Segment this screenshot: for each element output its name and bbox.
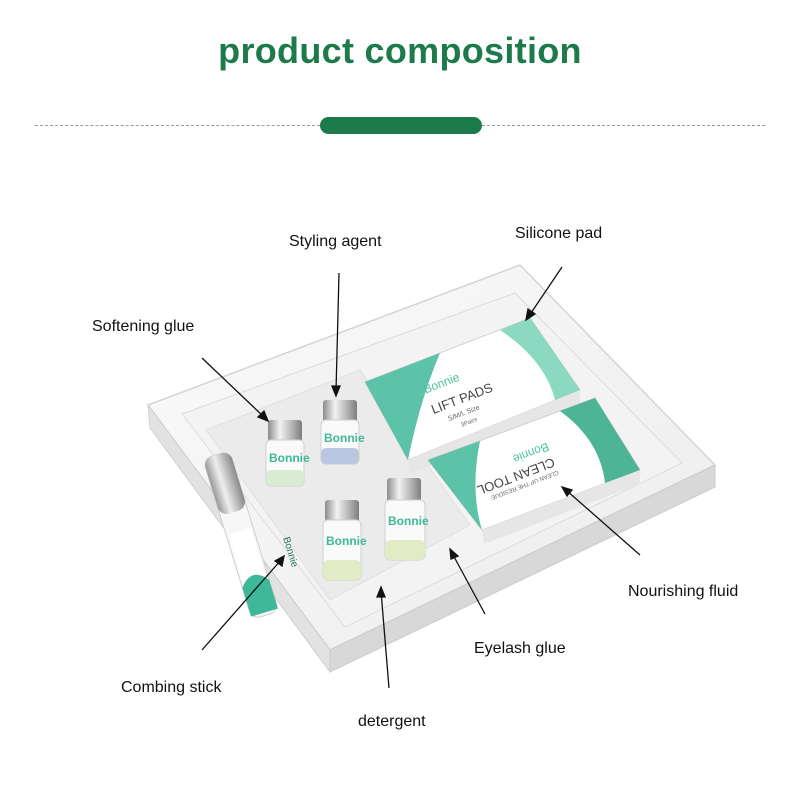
- arrow-styling-agent-head: [331, 385, 341, 398]
- label-silicone-pad: Silicone pad: [515, 225, 603, 242]
- clean-tool-box: CLEAN TOOL CLEAN UP THE RESIDUE Bonnie: [427, 397, 641, 544]
- combing-stick: Bonnie: [204, 452, 300, 618]
- label-detergent: detergent: [358, 713, 426, 730]
- arrow-nourishing-fluid: [565, 489, 641, 556]
- label-styling-agent: Styling agent: [289, 233, 382, 250]
- arrow-combing-stick-head: [273, 554, 285, 568]
- arrow-detergent-head: [376, 585, 386, 598]
- bottle-softening-glue: Bonnie: [265, 420, 310, 487]
- bottle-detergent: Bonnie: [322, 500, 367, 581]
- bottle-brand-text: Bonnie: [269, 451, 310, 465]
- callout-arrows: [201, 266, 641, 689]
- bottle-brand-text: Bonnie: [326, 534, 367, 548]
- arrow-softening-glue: [201, 357, 265, 418]
- bottle-eyelash-glue: Bonnie: [384, 478, 429, 561]
- page-title: product composition: [218, 30, 582, 71]
- label-combing-stick: Combing stick: [121, 679, 222, 696]
- divider-pill: [320, 117, 482, 134]
- arrow-detergent: [380, 590, 390, 689]
- bottle-brand-text: Bonnie: [324, 431, 365, 445]
- label-nourishing-fluid: Nourishing fluid: [628, 583, 739, 600]
- arrow-styling-agent: [335, 272, 340, 393]
- arrow-nourishing-fluid-head: [560, 485, 574, 498]
- bottle-styling-agent: Bonnie: [320, 400, 365, 465]
- arrow-silicone-pad-head: [525, 307, 537, 322]
- arrow-silicone-pad: [528, 266, 563, 317]
- arrow-eyelash-glue-head: [449, 547, 460, 560]
- arrow-eyelash-glue: [451, 552, 486, 615]
- label-eyelash-glue: Eyelash glue: [474, 640, 566, 657]
- arrow-combing-stick: [201, 559, 282, 651]
- divider-left-line: [35, 125, 320, 126]
- lift-pads-count: 3Pairs: [460, 417, 478, 429]
- divider-right-line: [482, 125, 765, 126]
- arrow-softening-glue-head: [256, 409, 270, 423]
- label-softening-glue: Softening glue: [92, 318, 195, 335]
- bottle-brand-text: Bonnie: [388, 514, 429, 528]
